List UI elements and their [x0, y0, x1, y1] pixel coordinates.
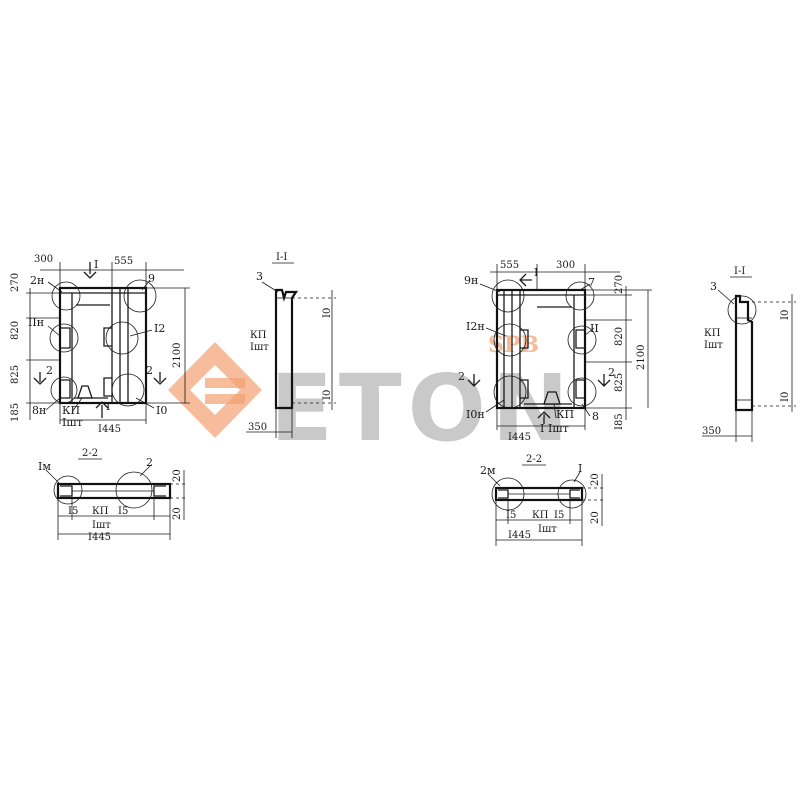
left-section-mark-2a: 2 — [46, 364, 53, 377]
right-callout-isht: Iшт — [548, 422, 569, 435]
left-s22-dim-total: I445 — [88, 532, 111, 543]
right-dim-top-2: 300 — [556, 260, 575, 271]
left-dim-top-1: 300 — [34, 254, 53, 265]
right-section-2-2: 2-2 2м I I5 КП I5 Iшт I445 20 20 — [480, 454, 606, 546]
right-section-mark-1a: I — [534, 266, 538, 279]
left-s11-label-kp: КП — [250, 330, 267, 341]
right-dim-right-2: 820 — [614, 327, 625, 346]
left-callout-kp: КП — [62, 404, 80, 417]
left-callout-8n: 8н — [32, 404, 46, 417]
right-section-2-2-title: 2-2 — [526, 454, 542, 465]
left-callout-12: I2 — [154, 322, 165, 335]
right-callout-9n: 9н — [464, 274, 478, 287]
right-section-mark-1b: I — [540, 422, 544, 435]
right-elevation: 555 300 270 820 825 I85 2100 I445 9н 7 I… — [458, 260, 652, 443]
watermark-small-text: SPB — [488, 332, 539, 358]
left-callout-10: I0 — [156, 404, 167, 417]
left-dim-left-2: 820 — [10, 321, 21, 340]
right-s11-dim-3: 350 — [702, 426, 721, 437]
left-s22-dim-15a: I5 — [68, 506, 78, 517]
left-s11-callout-3: 3 — [256, 270, 263, 283]
right-section-1-1-title: I-I — [734, 266, 745, 277]
left-section-1-1: I-I 3 КП Iшт I0 I0 350 — [246, 252, 336, 438]
left-dim-left-3: 825 — [10, 365, 21, 384]
left-callout-9: 9 — [148, 272, 155, 285]
left-s22-dim-right-2: 20 — [172, 507, 183, 520]
left-elevation: 300 555 270 820 825 185 2100 I445 2н 9 I… — [10, 254, 190, 435]
right-s22-dim-sub: Iшт — [538, 524, 557, 535]
right-dim-right-3: 825 — [614, 373, 625, 392]
left-s11-dim-1: I0 — [322, 308, 333, 318]
right-s22-dim-right-2: 20 — [590, 511, 601, 524]
left-s22-dim-kp: КП — [92, 506, 109, 517]
right-dim-right-4: I85 — [614, 413, 625, 430]
left-dim-bottom: I445 — [98, 424, 121, 435]
right-section-mark-2b: 2 — [608, 366, 615, 379]
left-s22-dim-15b: I5 — [118, 506, 128, 517]
right-s22-dim-15a: I5 — [506, 510, 516, 521]
right-s22-dim-right-1: 20 — [590, 473, 601, 486]
right-dim-top-1: 555 — [500, 260, 519, 271]
left-section-mark-2b: 2 — [146, 364, 153, 377]
left-s22-callout-1m: Iм — [38, 460, 51, 473]
right-s11-callout-3: 3 — [710, 280, 717, 293]
left-section-mark-1b: I — [106, 400, 110, 413]
right-dim-right-1: 270 — [614, 275, 625, 294]
right-s22-dim-kp: КП — [532, 510, 549, 521]
watermark-logo-icon — [168, 342, 262, 438]
left-section-2-2: 2-2 Iм 2 I5 КП I5 Iшт I445 20 20 — [38, 448, 188, 543]
right-section-mark-2a: 2 — [458, 370, 465, 383]
left-dim-left-1: 270 — [10, 273, 21, 292]
right-callout-12n: I2н — [466, 320, 485, 333]
left-s22-dim-sub: Iшт — [92, 520, 111, 531]
left-callout-2n: 2н — [30, 274, 44, 287]
right-dim-right-total: 2100 — [636, 345, 647, 370]
left-s22-dim-right-1: 20 — [172, 469, 183, 482]
right-callout-11: II — [590, 322, 599, 335]
right-dim-bottom: I445 — [508, 432, 531, 443]
left-dim-right: 2100 — [172, 343, 183, 368]
right-s11-dim-1: I0 — [780, 310, 791, 320]
left-section-2-2-title: 2-2 — [82, 448, 98, 459]
right-callout-10n: I0н — [466, 408, 485, 421]
right-s11-label-kp: КП — [704, 328, 721, 339]
left-dim-top-2: 555 — [114, 256, 133, 267]
left-callout-11n: IIн — [28, 316, 44, 329]
right-callout-kp: КП — [556, 408, 574, 421]
left-s11-label-isht: Iшт — [250, 342, 269, 353]
right-s11-dim-2: I0 — [780, 392, 791, 402]
left-section-1-1-title: I-I — [276, 252, 287, 263]
right-s22-dim-15b: I5 — [554, 510, 564, 521]
right-s22-callout-2m: 2м — [480, 464, 496, 477]
right-s22-callout-1: I — [578, 462, 582, 475]
left-s22-callout-2: 2 — [146, 456, 153, 469]
left-s11-dim-2: I0 — [322, 390, 333, 400]
right-s22-dim-total: I445 — [508, 530, 531, 541]
right-s11-label-isht: Iшт — [704, 340, 723, 351]
right-callout-7: 7 — [588, 276, 595, 289]
right-callout-8: 8 — [592, 410, 599, 423]
left-section-mark-1a: I — [94, 258, 98, 271]
left-dim-left-4: 185 — [10, 403, 21, 422]
right-section-1-1: I-I 3 КП Iшт I0 I0 350 — [702, 266, 796, 442]
left-s11-dim-3: 350 — [248, 422, 267, 433]
left-callout-isht: Iшт — [62, 416, 83, 429]
